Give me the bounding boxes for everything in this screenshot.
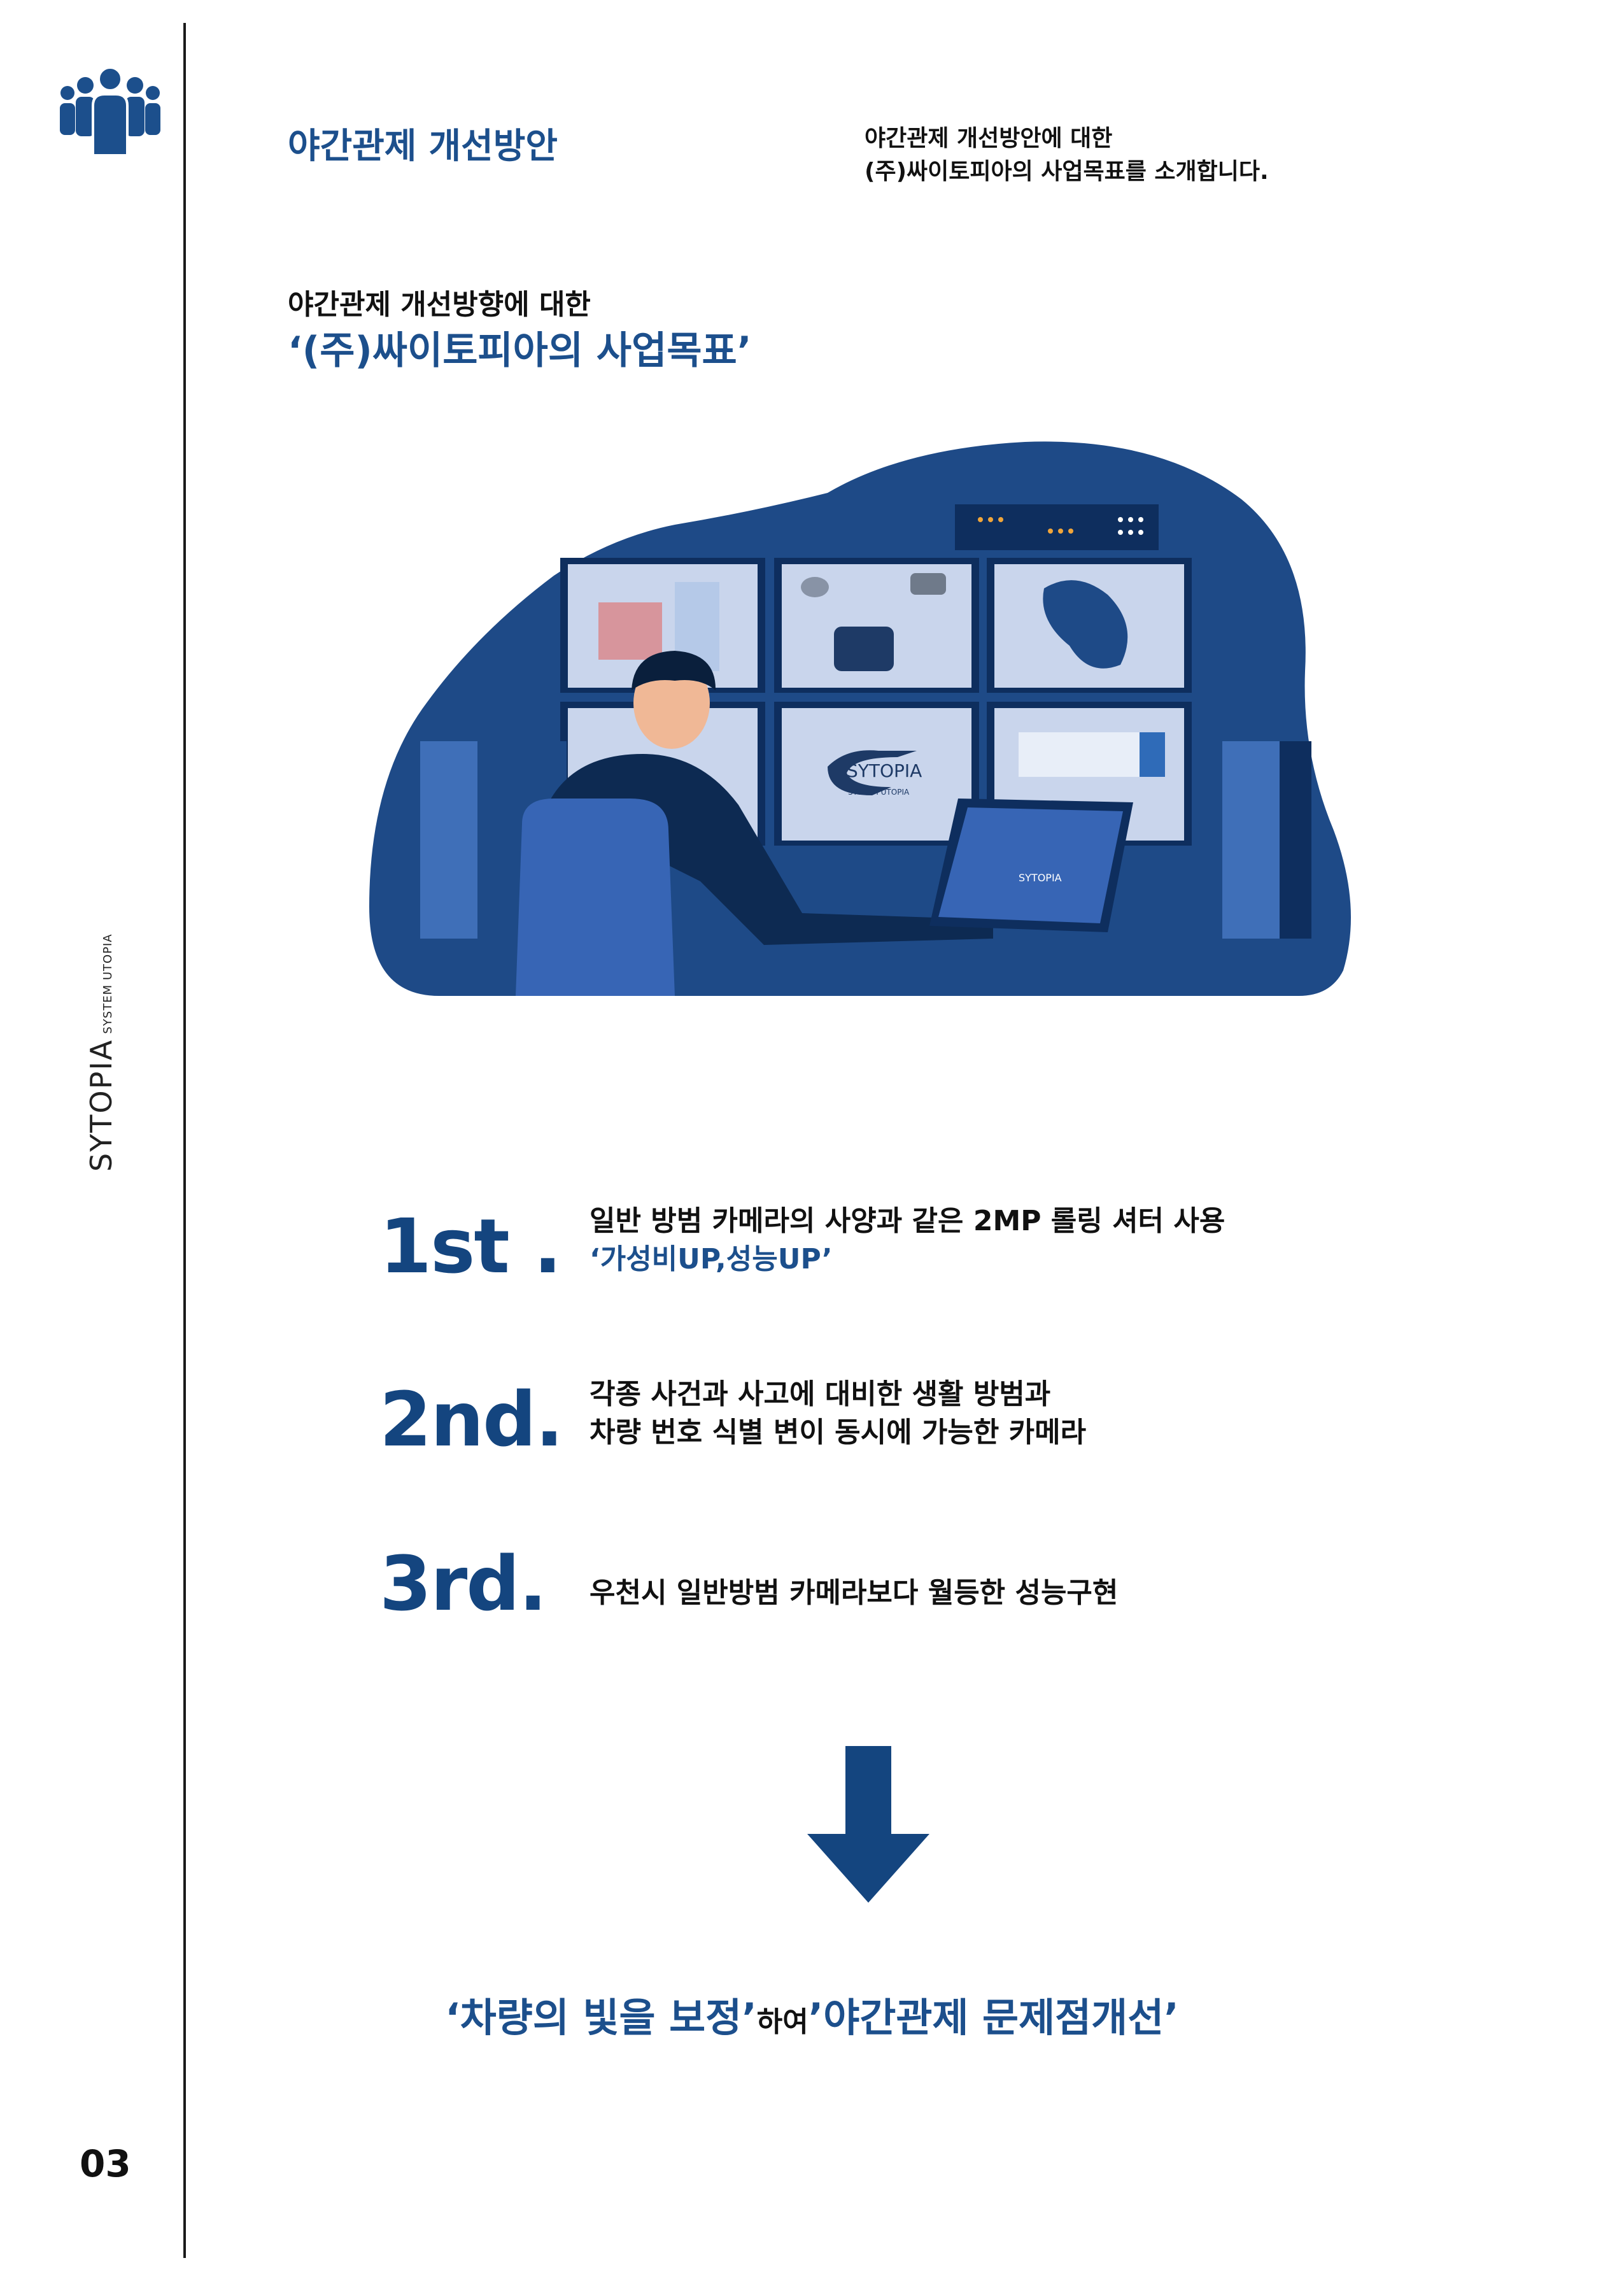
goal-2-line-1: 각종 사건과 사고에 대비한 생활 방범과	[590, 1378, 1051, 1410]
divider-line	[183, 23, 186, 2258]
subtitle-line-2: ‘(주)싸이토피아의 사업목표’	[288, 329, 752, 373]
subtitle-line-1: 야간관제 개선방향에 대한	[288, 288, 591, 321]
goal-2-line-2: 차량 번호 식별 변이 동시에 가능한 카메라	[590, 1416, 1087, 1449]
side-cabinet-right	[1222, 741, 1280, 939]
goal-1-line-1: 일반 방범 카메라의 사양과 같은 2MP 롤링 셔터 사용	[590, 1205, 1225, 1237]
brand-wordmark: SYTOPIA	[84, 1039, 118, 1172]
page-number: 03	[80, 2142, 131, 2185]
monitor-logo: SYTOPIA	[847, 760, 922, 781]
intro-text: 야간관제 개선방안에 대한 (주)싸이토피아의 사업목표를 소개합니다.	[865, 122, 1269, 188]
operator-body	[547, 754, 993, 945]
goal-1-line-2: ‘가성비UP,성능UP’	[590, 1243, 833, 1275]
chair	[516, 799, 675, 996]
monitor-logo-sub: SYSTEM UTOPIA	[848, 788, 910, 797]
conclusion-part-1: ‘차량의 빛을 보정’	[445, 1994, 757, 2041]
conclusion: ‘차량의 빛을 보정’하여’야간관제 문제점개선’	[0, 1985, 1624, 2043]
people-group-icon	[60, 66, 160, 155]
arrow-down-icon	[807, 1746, 929, 1903]
goal-rank-2: 2nd.	[379, 1375, 563, 1463]
goal-rank-3: 3rd.	[379, 1540, 547, 1628]
tablet-logo: SYTOPIA	[1019, 872, 1062, 884]
goal-desc-2: 각종 사건과 사고에 대비한 생활 방범과 차량 번호 식별 변이 동시에 가능…	[590, 1375, 1086, 1452]
vertical-brand: SYTOPIA SYSTEM UTOPIA	[84, 934, 118, 1172]
side-cabinet-left	[420, 741, 477, 939]
goal-desc-1: 일반 방범 카메라의 사양과 같은 2MP 롤링 셔터 사용 ‘가성비UP,성능…	[590, 1202, 1225, 1279]
goal-3-line-1: 우천시 일반방범 카메라보다 월등한 성능구현	[590, 1577, 1119, 1609]
intro-line-1: 야간관제 개선방안에 대한	[865, 125, 1113, 152]
intro-line-2: (주)싸이토피아의 사업목표를 소개합니다.	[865, 159, 1269, 185]
goal-desc-3: 우천시 일반방범 카메라보다 월등한 성능구현	[590, 1574, 1118, 1612]
server-rack-top	[955, 504, 1159, 550]
goal-rank-1: 1st .	[379, 1202, 562, 1290]
page-title: 야간관제 개선방안	[288, 125, 558, 166]
control-room-illustration: SYTOPIA SYSTEM UTOPIA SYTOPIA	[369, 441, 1351, 996]
tablet: SYTOPIA	[929, 799, 1133, 932]
conclusion-part-3: ’야간관제 문제점개선’	[808, 1994, 1179, 2041]
conclusion-part-2: 하여	[756, 2006, 808, 2038]
brand-tagline: SYSTEM UTOPIA	[101, 934, 115, 1034]
